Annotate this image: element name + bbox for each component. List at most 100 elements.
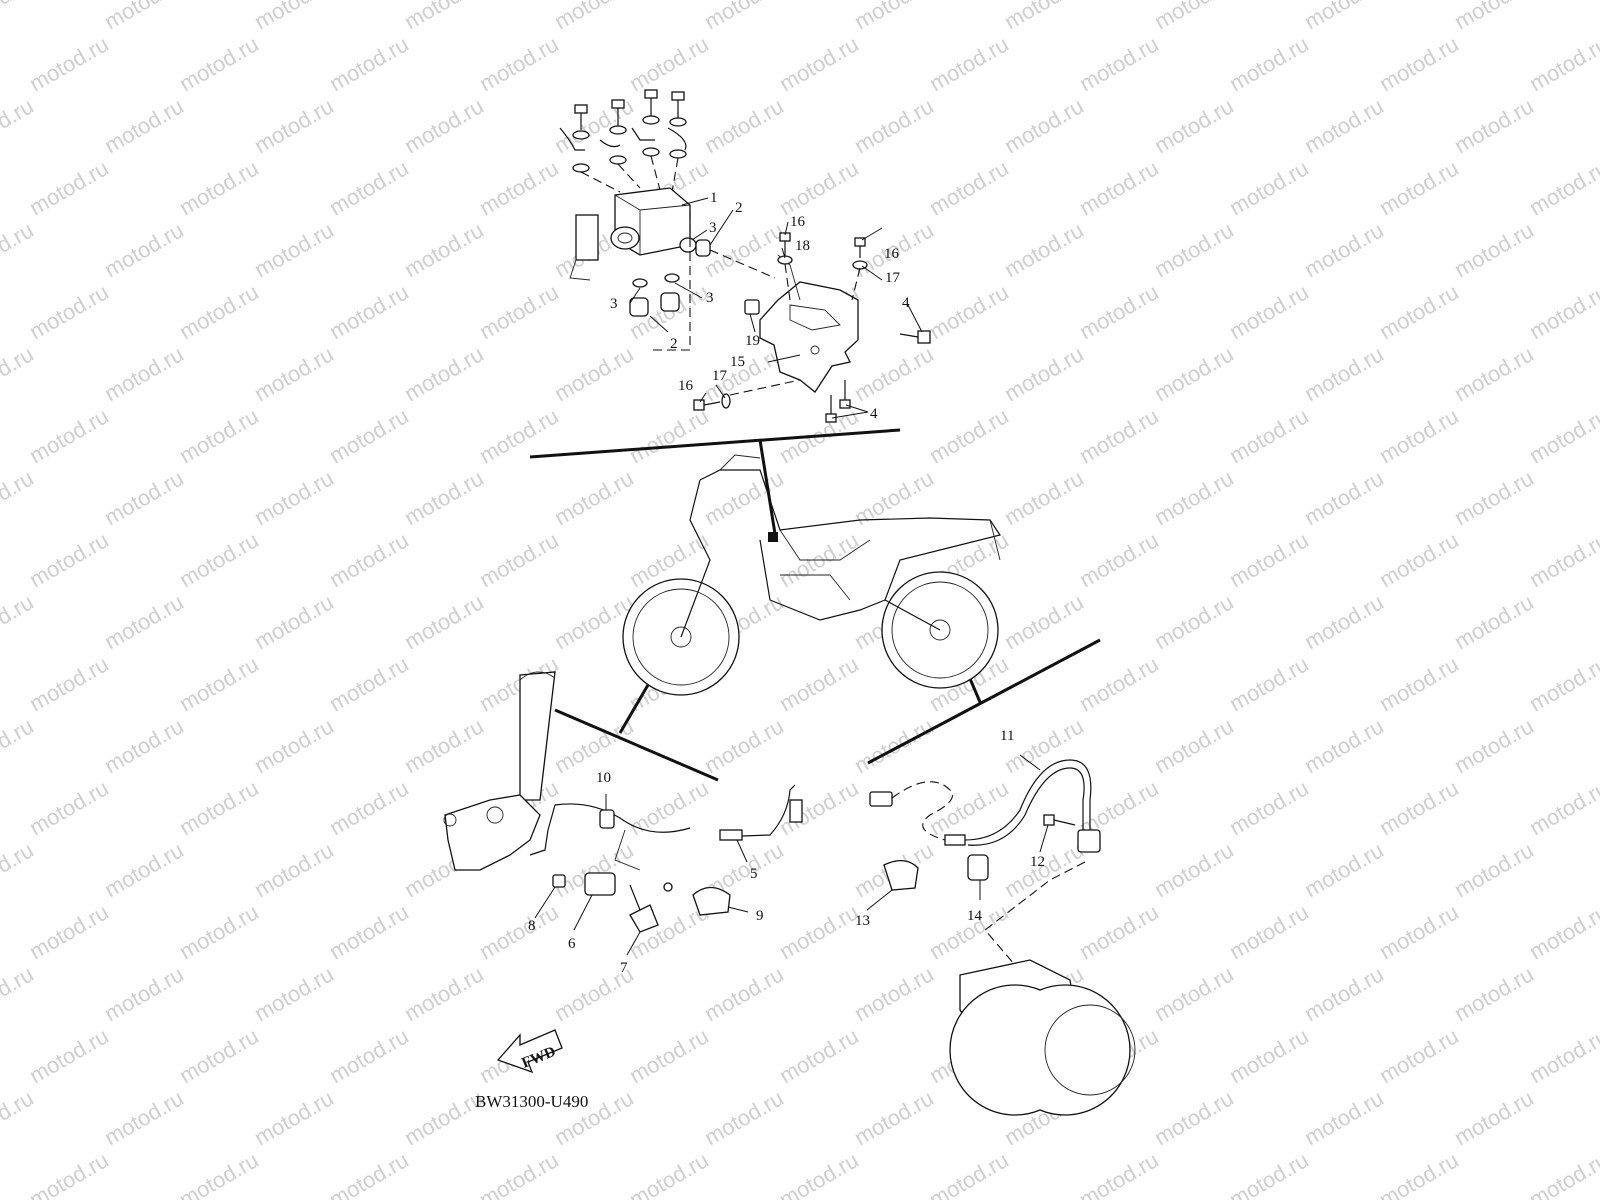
callout-18: 18 xyxy=(795,238,810,254)
watermark-text: motod.ru xyxy=(625,1023,713,1088)
callout-19: 19 xyxy=(745,333,760,349)
callout-7: 7 xyxy=(620,960,628,976)
watermark-text: motod.ru xyxy=(1450,217,1538,282)
callout-14: 14 xyxy=(967,908,983,924)
watermark-text: motod.ru xyxy=(1000,465,1088,530)
watermark-text: motod.ru xyxy=(475,899,563,964)
callout-1: 1 xyxy=(710,190,718,206)
watermark-text: motod.ru xyxy=(475,527,563,592)
watermark-text: motod.ru xyxy=(1525,899,1600,964)
watermark-text: motod.ru xyxy=(25,31,113,96)
watermark-text: motod.ru xyxy=(1225,651,1313,716)
watermark-text: motod.ru xyxy=(1075,1147,1163,1200)
watermark-text: motod.ru xyxy=(400,961,488,1026)
watermark-text: motod.ru xyxy=(100,837,188,902)
watermark-text: motod.ru xyxy=(1300,961,1388,1026)
watermark-text: motod.ru xyxy=(100,713,188,778)
watermark-text: motod.ru xyxy=(775,1023,863,1088)
watermark-text: motod.ru xyxy=(475,403,563,468)
watermark-text: motod.ru xyxy=(250,1085,338,1150)
callout-11: 11 xyxy=(1000,728,1014,744)
watermark-text: motod.ru xyxy=(250,465,338,530)
callout-13: 13 xyxy=(855,913,870,929)
watermark-text: motod.ru xyxy=(0,1085,38,1150)
watermark-text: motod.ru xyxy=(250,713,338,778)
watermark-text: motod.ru xyxy=(250,217,338,282)
callout-10: 10 xyxy=(596,770,611,786)
diagram-code: BW31300-U490 xyxy=(475,1092,588,1111)
watermark-text: motod.ru xyxy=(325,155,413,220)
callout-16: 16 xyxy=(678,378,694,394)
watermark-text: motod.ru xyxy=(100,217,188,282)
watermark-text: motod.ru xyxy=(400,93,488,158)
brake-pipe-ends xyxy=(559,127,687,193)
watermark-text: motod.ru xyxy=(25,1147,113,1200)
watermark-text: motod.ru xyxy=(325,527,413,592)
callout-4: 4 xyxy=(870,406,878,422)
watermark-text: motod.ru xyxy=(1450,837,1538,902)
watermark-text: motod.ru xyxy=(0,0,38,34)
watermark-text: motod.ru xyxy=(1450,0,1538,34)
watermark-text: motod.ru xyxy=(925,279,1013,344)
watermark-text: motod.ru xyxy=(1000,0,1088,34)
callout-8: 8 xyxy=(528,918,536,934)
watermark-text: motod.ru xyxy=(400,465,488,530)
watermark-text: motod.ru xyxy=(1150,961,1238,1026)
watermark-text: motod.ru xyxy=(925,403,1013,468)
watermark-text: motod.ru xyxy=(1525,31,1600,96)
watermark-text: motod.ru xyxy=(250,93,338,158)
watermark-text: motod.ru xyxy=(1375,527,1463,592)
watermark-text: motod.ru xyxy=(1000,341,1088,406)
watermark-text: motod.ru xyxy=(1150,0,1238,34)
abs-bracket xyxy=(744,254,859,393)
watermark-text: motod.ru xyxy=(175,31,263,96)
watermark-text: motod.ru xyxy=(550,341,638,406)
watermark-text: motod.ru xyxy=(850,93,938,158)
watermark-text: motod.ru xyxy=(1225,527,1313,592)
watermark-text: motod.ru xyxy=(1375,31,1463,96)
watermark-text: motod.ru xyxy=(0,589,38,654)
watermark-text: motod.ru xyxy=(700,1085,788,1150)
watermark-text: motod.ru xyxy=(1150,1085,1238,1150)
watermark-text: motod.ru xyxy=(0,713,38,778)
watermark-text: motod.ru xyxy=(775,775,863,840)
watermark-text: motod.ru xyxy=(100,0,188,34)
watermark-text: motod.ru xyxy=(1150,465,1238,530)
watermark-text: motod.ru xyxy=(1150,837,1238,902)
watermark-text: motod.ru xyxy=(325,31,413,96)
watermark-text: motod.ru xyxy=(850,961,938,1026)
callout-17: 17 xyxy=(885,270,901,286)
watermark-text: motod.ru xyxy=(400,217,488,282)
watermark-text: motod.ru xyxy=(625,775,713,840)
watermark-text: motod.ru xyxy=(1225,899,1313,964)
watermark-text: motod.ru xyxy=(1075,527,1163,592)
watermark-text: motod.ru xyxy=(775,651,863,716)
watermark-text: motod.ru xyxy=(775,899,863,964)
watermark-text: motod.ru xyxy=(250,589,338,654)
watermark-text: motod.ru xyxy=(325,1023,413,1088)
watermark-text: motod.ru xyxy=(100,1085,188,1150)
watermark-text: motod.ru xyxy=(1450,93,1538,158)
watermark-text: motod.ru xyxy=(1075,279,1163,344)
watermark-text: motod.ru xyxy=(1450,465,1538,530)
watermark-text: motod.ru xyxy=(1000,93,1088,158)
rear-sensor-group xyxy=(869,759,1136,1116)
watermark-text: motod.ru xyxy=(700,93,788,158)
watermark-text: motod.ru xyxy=(175,279,263,344)
watermark-text: motod.ru xyxy=(475,1147,563,1200)
watermark-text: motod.ru xyxy=(1525,1023,1600,1088)
watermark-text: motod.ru xyxy=(25,155,113,220)
watermark-text: motod.ru xyxy=(250,341,338,406)
watermark-text: motod.ru xyxy=(100,961,188,1026)
assembly-lines xyxy=(653,210,861,396)
watermark-text: motod.ru xyxy=(775,155,863,220)
watermark-text: motod.ru xyxy=(550,465,638,530)
watermark-text: motod.ru xyxy=(1525,279,1600,344)
watermark-text: motod.ru xyxy=(1225,403,1313,468)
callout-16: 16 xyxy=(884,246,900,262)
watermark-text: motod.ru xyxy=(850,1085,938,1150)
watermark-text: motod.ru xyxy=(775,1147,863,1200)
watermark-text: motod.ru xyxy=(175,155,263,220)
watermark-text: motod.ru xyxy=(850,713,938,778)
